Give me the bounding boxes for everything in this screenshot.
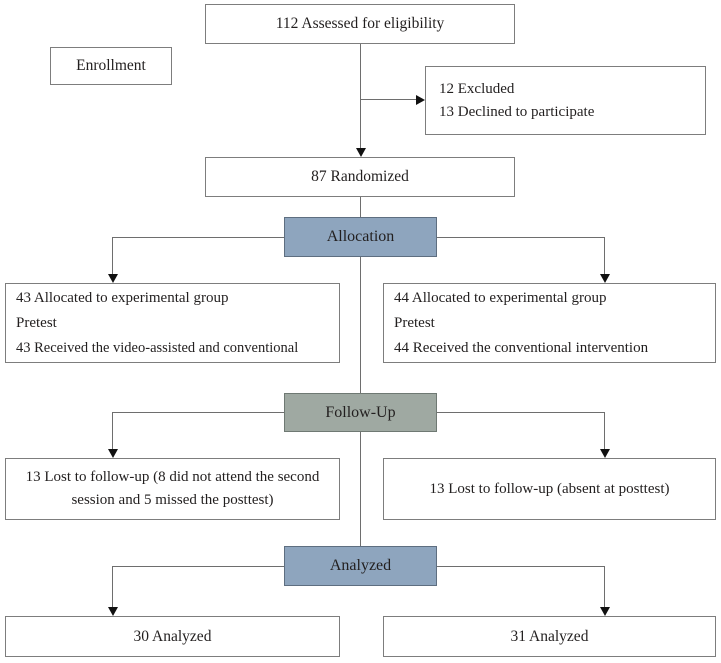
assessed-label: 112 Assessed for eligibility — [275, 15, 445, 32]
connector-analyzed-left — [112, 566, 284, 567]
arrowhead-left-lost — [108, 449, 118, 458]
right-analyzed-box: 31 Analyzed — [383, 616, 716, 657]
left-group-line-1: 43 Allocated to experimental group — [16, 289, 229, 306]
left-lost-label: 13 Lost to follow-up (8 did not attend t… — [25, 469, 320, 508]
connector-allocation-right — [437, 237, 604, 238]
right-group-line-3: 44 Received the conventional interventio… — [394, 339, 649, 356]
allocation-stage-label: Allocation — [326, 228, 395, 245]
followup-stage-label: Follow-Up — [325, 403, 396, 421]
connector-followup-left-drop — [112, 412, 113, 449]
left-group-line-3: 43 Received the video-assisted and conve… — [16, 339, 299, 356]
connector-randomized-to-allocation — [360, 197, 361, 217]
excluded-line-2: 13 Declined to participate — [439, 103, 595, 120]
connector-allocation-left — [112, 237, 284, 238]
arrowhead-left-group — [108, 274, 118, 283]
connector-analyzed-right-drop — [604, 566, 605, 607]
left-analyzed-box: 30 Analyzed — [5, 616, 340, 657]
connector-allocation-right-drop — [604, 237, 605, 274]
assessed-box: 112 Assessed for eligibility — [205, 4, 515, 44]
connector-allocation-to-followup — [360, 257, 361, 393]
excluded-box: 12 Excluded 13 Declined to participate — [425, 66, 706, 135]
arrowhead-excluded — [416, 95, 425, 105]
randomized-label: 87 Randomized — [311, 168, 409, 185]
connector-followup-to-analyzed — [360, 432, 361, 546]
right-allocation-group-box: 44 Allocated to experimental group Prete… — [383, 283, 716, 363]
left-analyzed-label: 30 Analyzed — [133, 627, 212, 645]
left-group-line-2: Pretest — [16, 314, 57, 331]
arrowhead-right-lost — [600, 449, 610, 458]
connector-followup-left — [112, 412, 286, 413]
enrollment-label: Enrollment — [76, 57, 146, 74]
connector-allocation-left-drop — [112, 237, 113, 274]
randomized-box: 87 Randomized — [205, 157, 515, 197]
connector-to-excluded — [360, 99, 416, 100]
arrowhead-right-analyzed — [600, 607, 610, 616]
followup-stage-box: Follow-Up — [284, 393, 437, 432]
analyzed-stage-label: Analyzed — [329, 557, 392, 574]
connector-assessed-to-randomized — [360, 44, 361, 148]
right-lost-box: 13 Lost to follow-up (absent at posttest… — [383, 458, 716, 520]
connector-followup-right-drop — [604, 412, 605, 449]
connector-analyzed-left-drop — [112, 566, 113, 607]
excluded-line-1: 12 Excluded — [439, 80, 515, 97]
connector-analyzed-right — [437, 566, 604, 567]
left-allocation-group-box: 43 Allocated to experimental group Prete… — [5, 283, 340, 363]
arrowhead-randomized — [356, 148, 366, 157]
right-group-line-2: Pretest — [394, 314, 435, 331]
connector-followup-right — [437, 412, 604, 413]
left-lost-box: 13 Lost to follow-up (8 did not attend t… — [5, 458, 340, 520]
allocation-stage-box: Allocation — [284, 217, 437, 257]
right-group-line-1: 44 Allocated to experimental group — [394, 289, 607, 306]
right-lost-label: 13 Lost to follow-up (absent at posttest… — [429, 480, 670, 497]
arrowhead-right-group — [600, 274, 610, 283]
right-analyzed-label: 31 Analyzed — [510, 627, 589, 645]
arrowhead-left-analyzed — [108, 607, 118, 616]
analyzed-stage-box: Analyzed — [284, 546, 437, 586]
enrollment-box: Enrollment — [50, 47, 172, 85]
